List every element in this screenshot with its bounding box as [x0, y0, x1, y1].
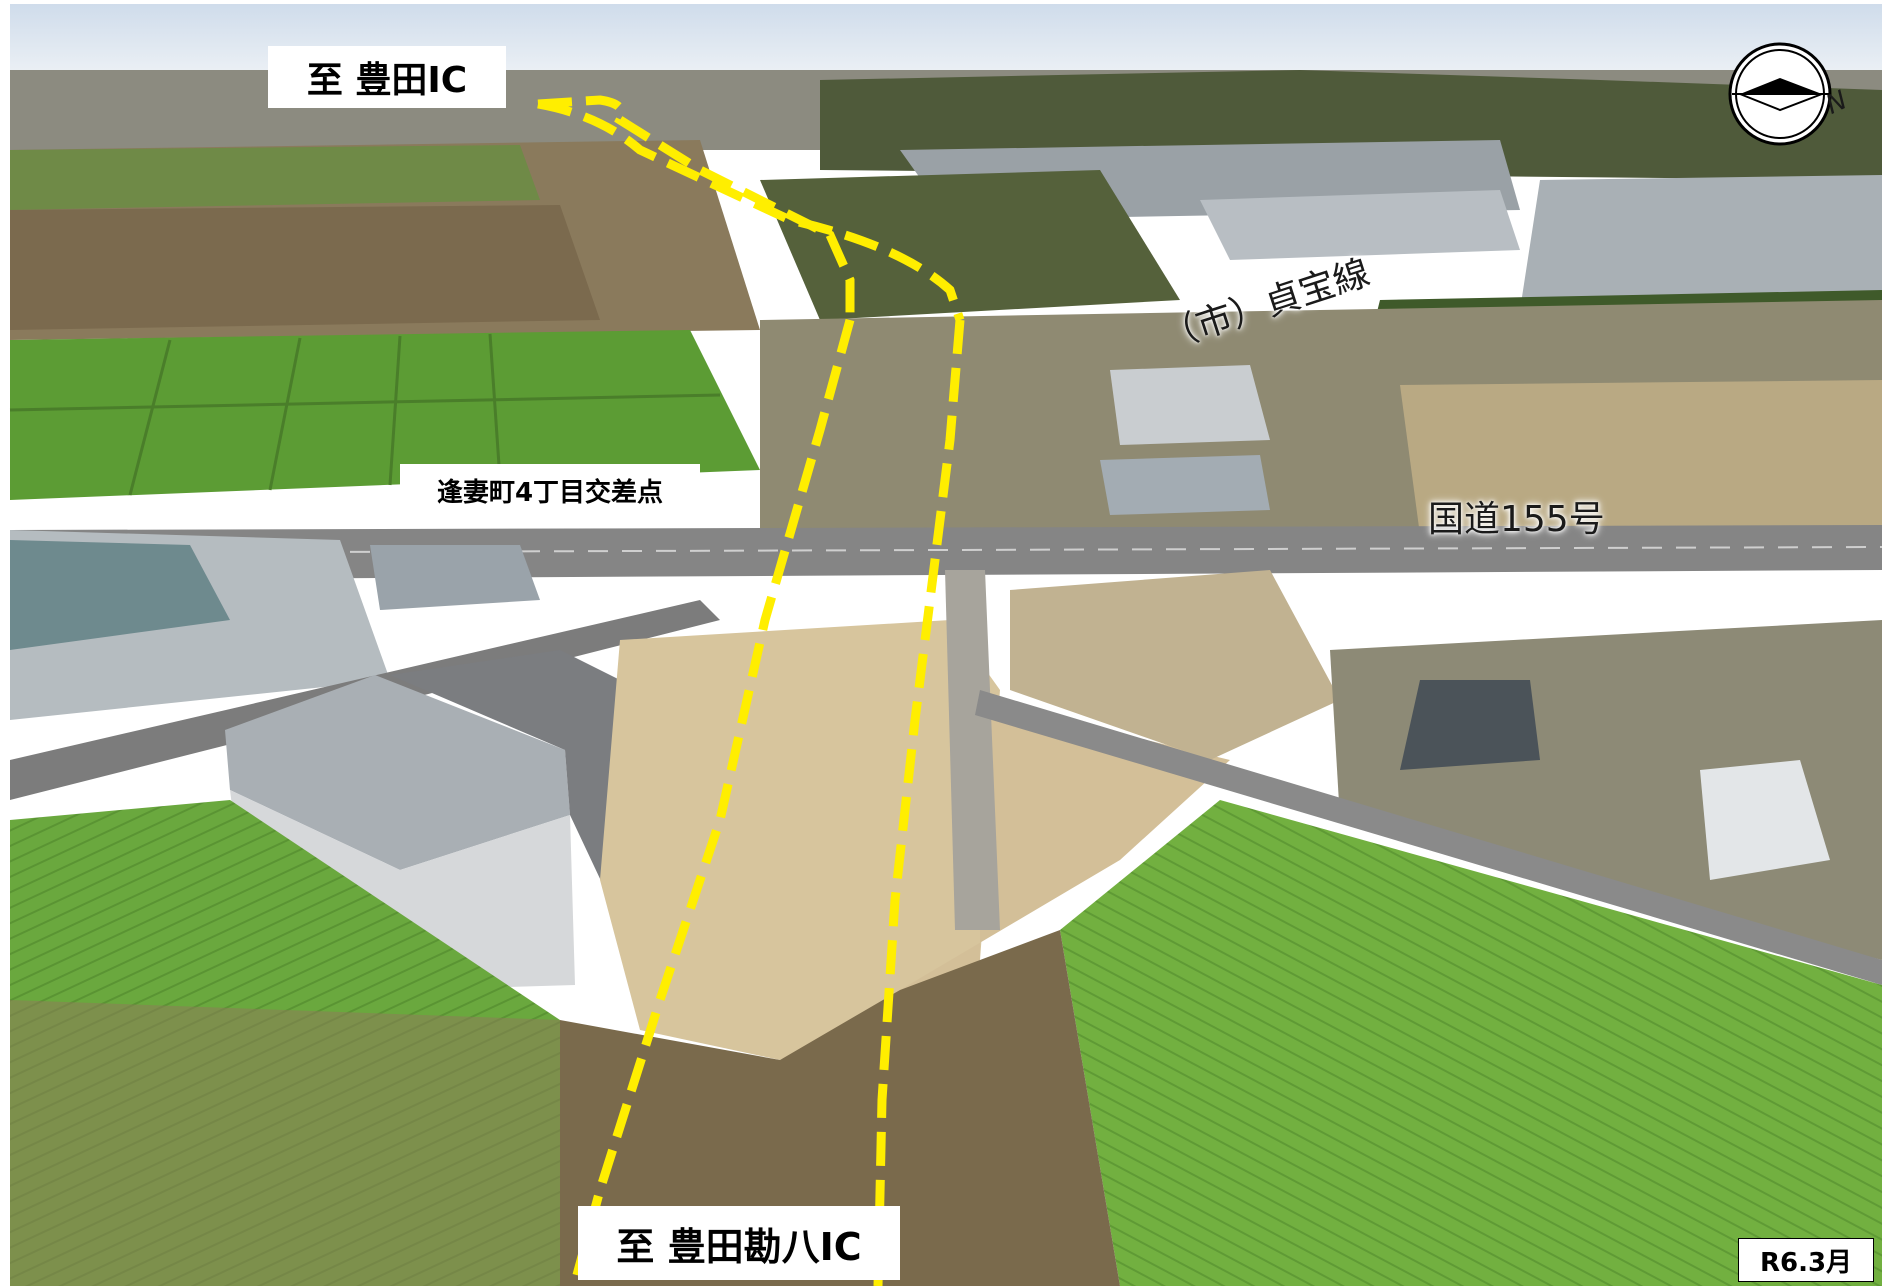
foreground-woods [560, 930, 1120, 1286]
paddy-fields [10, 330, 760, 500]
label-date: R6.3月 [1738, 1238, 1874, 1282]
label-intersection: 逢妻町4丁目交差点 [400, 464, 700, 516]
far-farmland-green [10, 145, 540, 210]
office-building [1110, 365, 1270, 445]
white-house [1700, 760, 1830, 880]
plot-right [1010, 570, 1340, 760]
warehouse-wall [230, 790, 575, 990]
hill-forest [760, 170, 1180, 320]
right-fields [1400, 380, 1882, 535]
left-building-roof [10, 540, 230, 650]
factory-parking [1200, 190, 1520, 260]
warehouse-roof [225, 675, 570, 870]
north-arrow-icon [1728, 42, 1832, 146]
label-to-kanpachi-ic: 至 豊田勘八IC [578, 1206, 900, 1280]
factory-right [1520, 175, 1882, 310]
house-roof [1400, 680, 1540, 770]
car-dealer [1100, 455, 1270, 515]
planned-route-line [537, 95, 965, 1286]
gas-station [370, 545, 540, 610]
parking-lot [390, 650, 660, 900]
far-farmland-plots [10, 205, 600, 330]
label-national-route-155: 国道155号 [1428, 499, 1605, 540]
site-access-road [945, 570, 1000, 930]
construction-site [600, 620, 1000, 1060]
label-to-toyota-ic: 至 豊田IC [268, 46, 506, 108]
local-road [975, 690, 1882, 985]
foreground-field-right [1060, 800, 1882, 1286]
